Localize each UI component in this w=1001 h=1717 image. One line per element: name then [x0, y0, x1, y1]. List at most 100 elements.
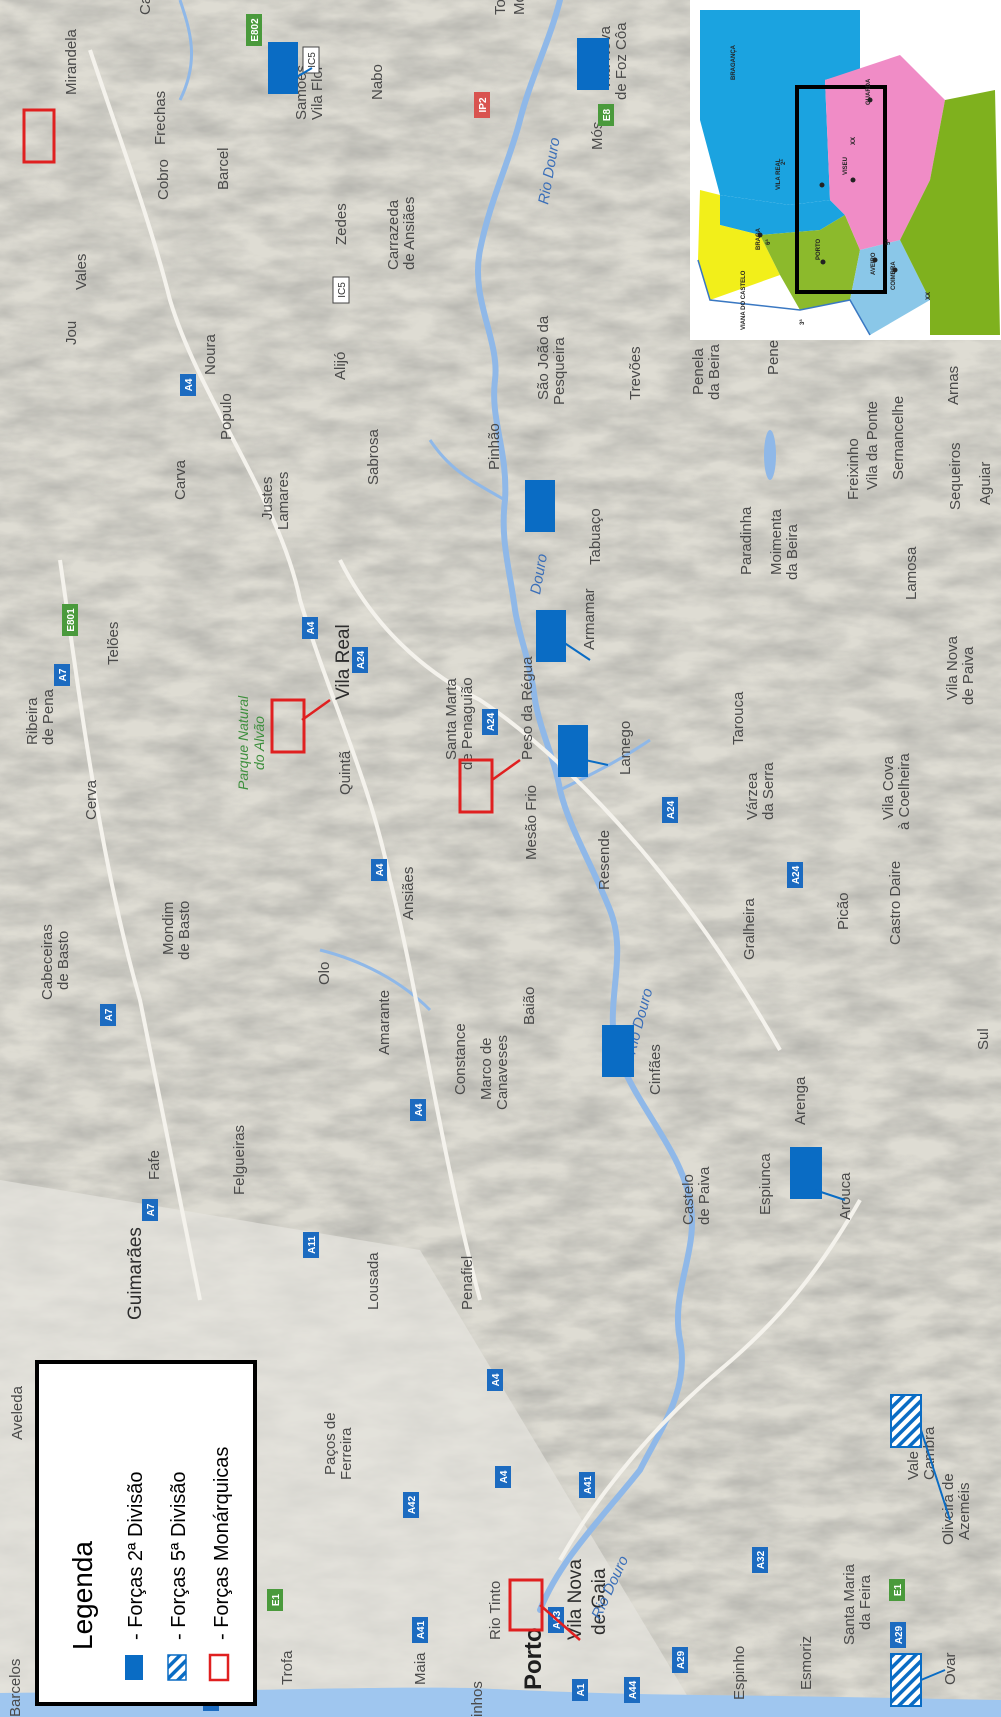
road-a7: [58, 559, 202, 1301]
svg-text:Trevões: Trevões: [627, 346, 644, 400]
svg-text:Rio Tinto: Rio Tinto: [487, 1581, 504, 1640]
svg-text:Esmoriz: Esmoriz: [798, 1636, 815, 1690]
svg-text:Frechas: Frechas: [152, 91, 169, 145]
svg-text:Cabeceiras: Cabeceiras: [39, 924, 56, 1000]
force-marker-2nd-division[interactable]: [268, 42, 298, 94]
svg-text:Vales: Vales: [73, 254, 90, 290]
svg-text:Oliveira de: Oliveira de: [940, 1473, 957, 1545]
forces-2nd-division: [268, 38, 846, 1201]
svg-text:Cerva: Cerva: [83, 779, 100, 820]
svg-text:BRAGA: BRAGA: [756, 227, 762, 250]
svg-text:E802: E802: [250, 18, 261, 42]
svg-text:GUARDA: GUARDA: [866, 78, 872, 105]
legend-swatch-5th-division: [167, 1654, 187, 1681]
svg-text:Espinho: Espinho: [731, 1646, 748, 1700]
svg-text:inhos: inhos: [469, 1681, 486, 1717]
svg-text:Vila Flor: Vila Flor: [309, 65, 326, 120]
svg-text:Tabuaço: Tabuaço: [587, 508, 604, 565]
svg-text:E801: E801: [66, 608, 77, 632]
svg-text:Tarouca: Tarouca: [730, 691, 747, 745]
svg-text:Castro Daire: Castro Daire: [887, 861, 904, 945]
inset-focus-frame[interactable]: [795, 85, 887, 294]
svg-text:A7: A7: [58, 668, 69, 681]
river-label: Douro: [527, 553, 551, 596]
inset-district-braganca: [700, 10, 860, 205]
force-marker-2nd-division[interactable]: [558, 725, 588, 777]
svg-text:3ª: 3ª: [799, 319, 806, 325]
inset-map: VIANA DO CASTELO BRAGA PORTO AVEIRO COIM…: [690, 0, 1001, 340]
svg-text:Carva: Carva: [172, 459, 189, 500]
force-marker-5th-division[interactable]: [890, 1394, 922, 1448]
svg-text:A29: A29: [894, 1625, 905, 1644]
svg-text:A42: A42: [407, 1495, 418, 1514]
svg-text:de Basto: de Basto: [176, 901, 193, 960]
svg-text:Cinfães: Cinfães: [647, 1044, 664, 1095]
force-marker-monarchist[interactable]: [22, 108, 56, 164]
reservoir: [764, 430, 776, 480]
svg-text:Armamar: Armamar: [581, 588, 598, 650]
svg-text:Peso da Régua: Peso da Régua: [519, 656, 536, 760]
svg-text:Azeméis: Azeméis: [956, 1482, 973, 1540]
svg-text:Ansiães: Ansiães: [400, 867, 417, 920]
svg-text:BRAGANÇA: BRAGANÇA: [731, 44, 737, 80]
svg-text:Barcelos: Barcelos: [7, 1659, 24, 1717]
svg-text:IC5: IC5: [337, 282, 348, 298]
svg-text:VIANA DO CASTELO: VIANA DO CASTELO: [741, 270, 747, 330]
force-marker-2nd-division[interactable]: [602, 1025, 634, 1077]
force-marker-2nd-division[interactable]: [536, 610, 566, 662]
svg-text:Noura: Noura: [202, 333, 219, 375]
svg-text:6ª: 6ª: [765, 239, 772, 245]
legend-label-2nd-division: - Forças 2ª Divisão: [125, 1471, 147, 1640]
road-a4: [88, 49, 482, 1301]
svg-text:A4: A4: [414, 1103, 425, 1116]
svg-text:A44: A44: [628, 1680, 639, 1699]
force-marker-monarchist[interactable]: [270, 698, 306, 754]
forces-monarchist: [22, 108, 581, 1641]
svg-text:A4: A4: [306, 621, 317, 634]
svg-text:COIMBRA: COIMBRA: [891, 261, 897, 290]
svg-text:da Serra: da Serra: [760, 762, 777, 820]
svg-text:de Foz Côa: de Foz Côa: [613, 22, 630, 100]
river-tributary: [428, 439, 506, 502]
force-marker-2nd-division[interactable]: [525, 480, 555, 532]
force-marker-5th-division[interactable]: [890, 1653, 922, 1707]
svg-text:Aveleda: Aveleda: [9, 1385, 26, 1440]
svg-text:A4: A4: [499, 1470, 510, 1483]
svg-text:Sabrosa: Sabrosa: [365, 428, 382, 485]
svg-text:à Coelheira: à Coelheira: [896, 753, 913, 830]
svg-text:Várzea: Várzea: [744, 772, 761, 820]
svg-text:Barcel: Barcel: [215, 147, 232, 190]
force-marker-monarchist[interactable]: [508, 1578, 544, 1632]
force-marker-monarchist[interactable]: [458, 758, 494, 814]
svg-text:de Pena: de Pena: [40, 688, 57, 745]
svg-text:Vila Cova: Vila Cova: [880, 755, 897, 820]
svg-text:Canaveses: Canaveses: [494, 1035, 511, 1110]
svg-text:A11: A11: [307, 1236, 318, 1254]
svg-text:da Beira: da Beira: [784, 523, 801, 580]
force-marker-2nd-division[interactable]: [577, 38, 609, 90]
svg-text:Mo: Mo: [511, 0, 528, 15]
svg-text:de Ansiães: de Ansiães: [401, 197, 418, 270]
svg-text:Castelo: Castelo: [680, 1174, 697, 1225]
svg-text:Baião: Baião: [521, 987, 538, 1025]
svg-text:Ovar: Ovar: [942, 1652, 959, 1685]
ic-shields: IC5 IC5: [302, 46, 350, 304]
svg-text:Telões: Telões: [105, 622, 122, 665]
svg-text:Lousada: Lousada: [365, 1252, 382, 1310]
legend-title: Legenda: [67, 1541, 98, 1650]
svg-text:E1: E1: [271, 1593, 282, 1606]
legend-swatch-monarchist: [208, 1653, 230, 1682]
svg-text:Vila Nova: Vila Nova: [565, 1559, 586, 1640]
svg-text:Pinhão: Pinhão: [486, 423, 503, 470]
svg-text:Nabo: Nabo: [369, 64, 386, 100]
svg-text:Felgueiras: Felgueiras: [231, 1125, 248, 1195]
svg-text:A7: A7: [104, 1008, 115, 1021]
svg-text:VISEU: VISEU: [843, 157, 849, 175]
river-douro: [474, 0, 696, 1613]
svg-text:Marco de: Marco de: [478, 1037, 495, 1100]
svg-text:da Feira: da Feira: [857, 1574, 874, 1630]
svg-text:Ca: Ca: [137, 0, 154, 15]
svg-text:Mesão Frio: Mesão Frio: [523, 785, 540, 860]
svg-text:Pened: Pened: [765, 332, 782, 375]
